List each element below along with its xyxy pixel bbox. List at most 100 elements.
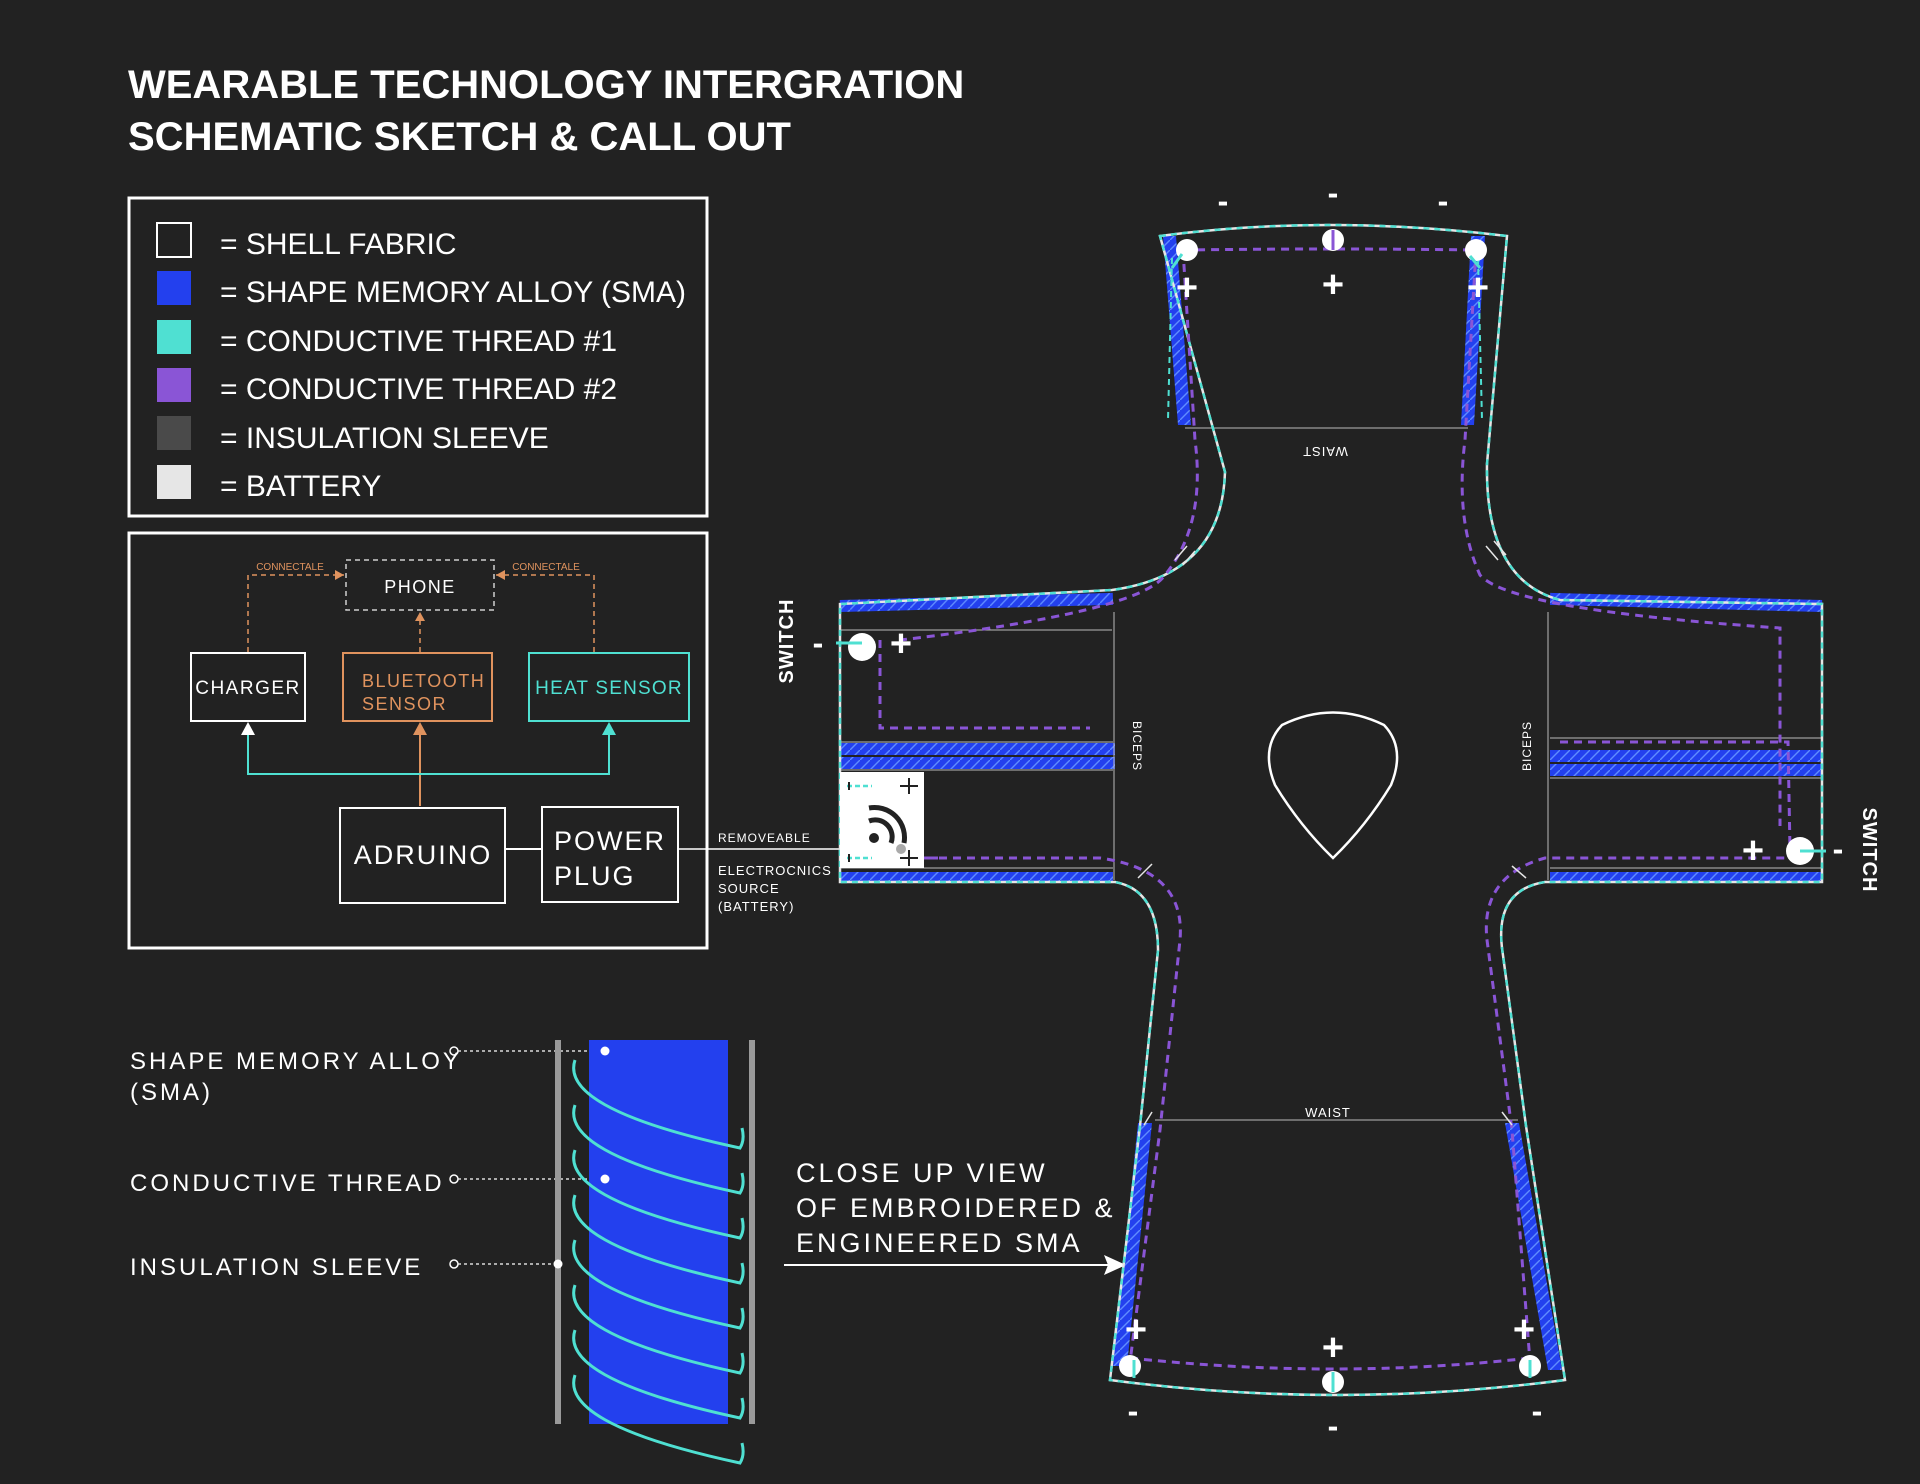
power-plug-label-line-1: POWER: [554, 826, 666, 856]
terminals-top: - - - + + +: [1170, 175, 1489, 309]
sma-strip-left-sleeve-top: [839, 592, 1114, 612]
conductive-thread-2-swatch: [157, 368, 191, 402]
bluetooth-label-line-2: SENSOR: [362, 694, 447, 714]
bluetooth-sensor-box: [342, 652, 493, 722]
garment-outline: [838, 223, 1824, 1397]
power-plug-box: [541, 806, 679, 903]
terminal: [1119, 1355, 1141, 1377]
legend-item-conductive-thread-1: = CONDUCTIVE THREAD #1: [157, 320, 617, 358]
legend-frame: [127, 196, 709, 518]
right-sleeve-seams: [1550, 737, 1822, 869]
switch-label-right: SWITCH: [1858, 808, 1880, 893]
terminal: [1465, 239, 1487, 261]
closeup-insulation-label: INSULATION SLEEVE: [130, 1254, 423, 1281]
legend-label: = INSULATION SLEEVE: [220, 422, 549, 455]
switch-left[interactable]: - +: [813, 623, 912, 665]
switch-right[interactable]: - +: [1742, 830, 1843, 872]
coil-loop: [572, 1284, 745, 1375]
battery-note-line-2: SOURCE: [718, 881, 780, 896]
title-line-1: WEARABLE TECHNOLOGY INTERGRATION: [128, 63, 964, 107]
terminal-lead: [1132, 1360, 1532, 1378]
removeable-label: REMOVEABLE: [718, 831, 811, 845]
charger-box: [190, 652, 306, 722]
coil-loop: [572, 1374, 745, 1465]
plus-sign: +: [1125, 1309, 1147, 1351]
conductive-leader-dot: [600, 1174, 610, 1184]
notch-marks: [1137, 540, 1527, 1126]
sensor-bus-line: [247, 728, 610, 775]
waist-label-bottom: WAIST: [1305, 1105, 1351, 1120]
battery-note: REMOVEABLE ELECTROCNICS SOURCE (BATTERY): [718, 831, 831, 914]
legend-item-sma: = SHAPE MEMORY ALLOY (SMA): [157, 271, 686, 309]
insulation-sleeve-swatch: [157, 416, 191, 450]
adruino-box: [339, 807, 506, 904]
coil-loop: [572, 1104, 745, 1195]
minus-sign: -: [1218, 183, 1229, 219]
legend-item-battery: = BATTERY: [157, 465, 381, 503]
arrowhead: [241, 722, 255, 735]
closeup-view: SHAPE MEMORY ALLOY (SMA) CONDUCTIVE THRE…: [130, 1040, 1126, 1465]
legend-label: = SHAPE MEMORY ALLOY (SMA): [220, 276, 686, 309]
sma-strip-right-sleeve-mid: [1550, 750, 1822, 762]
minus-sign: -: [1438, 183, 1449, 219]
plus-sign: +: [1742, 830, 1764, 872]
biceps-label-left: BICEPS: [1130, 721, 1144, 771]
thread2-right-sleeve: [1560, 740, 1792, 851]
terminals-bottom: + + + - - -: [1119, 1309, 1542, 1444]
thread2-lower-left: [925, 856, 1182, 1363]
sma-strip-right-sleeve-bottom: [1550, 872, 1822, 882]
garment-pattern: WAIST WAIST BICEPS BICEPS SWITCH SWITCH …: [776, 175, 1880, 1444]
battery-module[interactable]: [840, 772, 938, 868]
closeup-sma-label-line-2: (SMA): [130, 1079, 213, 1106]
thread2-upper-left: [899, 249, 1199, 642]
plus-sign: +: [890, 623, 912, 665]
plus-sign: +: [1322, 1327, 1344, 1369]
switch-label-left: SWITCH: [776, 599, 798, 684]
heat-sensor-label: HEAT SENSOR: [535, 678, 683, 699]
thread1-terminal-runs: [1167, 257, 1483, 421]
arrowhead: [415, 612, 425, 621]
arrowhead: [335, 570, 344, 580]
shell-fabric-swatch: [156, 222, 192, 258]
thread2-lower-right: [1484, 849, 1792, 1363]
minus-sign: -: [1833, 831, 1844, 867]
battery-plus-mark: [900, 778, 918, 794]
block-diagram: PHONE CONNECTALE CONNECTALE CHARGER BLUE…: [127, 531, 709, 950]
insulation-sleeve-right: [749, 1040, 755, 1424]
minus-sign: -: [1128, 1393, 1139, 1429]
battery-swatch: [157, 465, 191, 499]
sma-strip-lower-left: [1113, 1123, 1152, 1366]
minus-sign: -: [813, 625, 824, 661]
conductive-thread-1-swatch: [157, 320, 191, 354]
battery-port: [896, 844, 906, 854]
legend-label: = SHELL FABRIC: [220, 228, 456, 261]
plus-sign: +: [1322, 264, 1344, 306]
heat-sensor-phone-link: [496, 574, 595, 652]
sma-strip: [589, 1040, 728, 1424]
sma-strip-lower-right: [1505, 1123, 1562, 1370]
switch-left-terminal[interactable]: [848, 633, 876, 661]
leader-start: [449, 1174, 459, 1184]
waist-label-top: WAIST: [1302, 444, 1348, 459]
closeup-caption-line-2: OF EMBROIDERED &: [796, 1193, 1116, 1223]
phone-label: PHONE: [384, 577, 456, 597]
insulation-sleeve-left: [555, 1040, 561, 1424]
legend-item-conductive-thread-2: = CONDUCTIVE THREAD #2: [157, 368, 617, 406]
closeup-conductive-label: CONDUCTIVE THREAD: [130, 1170, 445, 1197]
sma-strip-left-sleeve-mid-2: [840, 757, 1115, 769]
connectable-label-right: CONNECTALE: [512, 562, 580, 573]
legend-label: = BATTERY: [220, 470, 381, 503]
coil-loop: [572, 1059, 745, 1150]
minus-sign: -: [1532, 1393, 1543, 1429]
battery-note-line-3: (BATTERY): [718, 899, 794, 914]
biceps-label-right: BICEPS: [1520, 721, 1534, 771]
terminal-lead: [1170, 253, 1482, 269]
closeup-caption-line-3: ENGINEERED SMA: [796, 1228, 1083, 1258]
plus-sign: +: [1176, 267, 1198, 309]
sma-swatch: [157, 271, 191, 305]
sma-strip-left-sleeve-mid: [840, 743, 1115, 755]
arrowhead: [602, 722, 616, 735]
arrowhead: [496, 570, 505, 580]
minus-sign: -: [1328, 175, 1339, 211]
sma-strip-right-sleeve-mid-2: [1550, 764, 1822, 776]
